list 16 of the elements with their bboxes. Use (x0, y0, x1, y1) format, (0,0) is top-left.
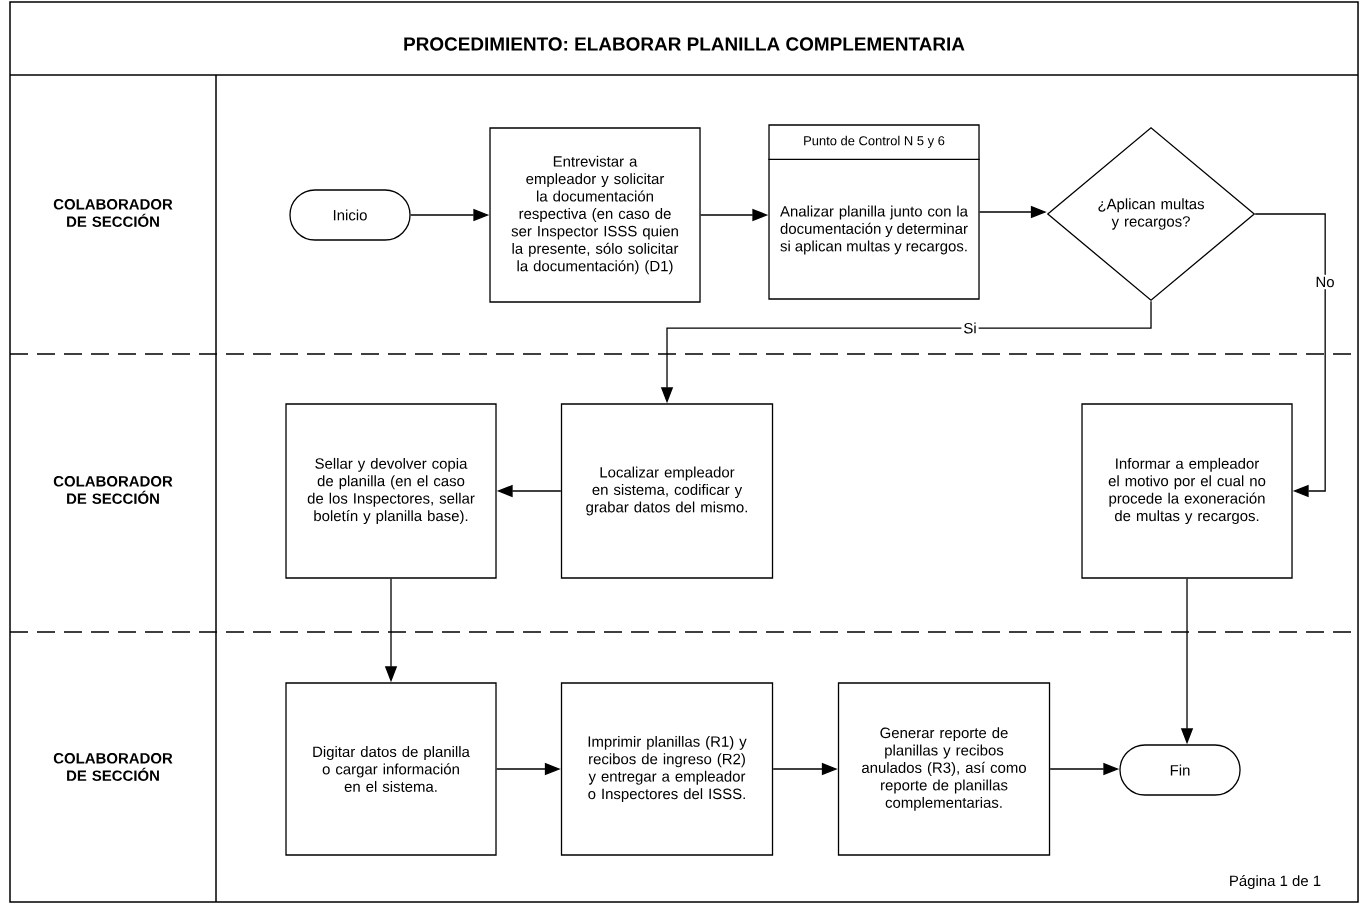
process-box: Sellar y devolver copia de planilla (en el caso de los Inspectores, sellar boletín y planilla base). (285, 403, 497, 579)
process-box: Digitar datos de planilla o cargar información en el sistema. (285, 682, 497, 856)
process-box: Punto de Control N 5 y 6 Analizar planilla junto con la documentación y determinar si aplican multas y recargos. (767, 124, 981, 300)
process-box: Entrevistar a empleador y solicitar la documentación respectiva (en caso de ser Inspector ISSS quien la presente, sólo solicitar la documentación) (D1) (489, 127, 701, 303)
process-box: Imprimir planillas (R1) y recibos de ingreso (R2) y entregar a empleador o Inspectores del ISSS. (560, 682, 774, 856)
arrow (1254, 213, 1326, 498)
edge-label: Si (961, 320, 979, 336)
page-number: Página 1 de 1 (1230, 874, 1321, 890)
title: PROCEDIMIENTO: ELABORAR PLANILLA COMPLEMENTARIA (404, 37, 965, 51)
edge-label: No (1313, 274, 1337, 290)
process-box: Localizar empleador en sistema, codificar y grabar datos del mismo. (560, 403, 774, 579)
lane-label: COLABORADOR DE SECCIÓN (53, 199, 173, 227)
process-box: Generar reporte de planillas y recibos anulados (R3), así como reporte de planillas complementarias. (837, 682, 1051, 856)
lane-label: COLABORADOR DE SECCIÓN (53, 476, 173, 504)
lane-label: COLABORADOR DE SECCIÓN (53, 753, 173, 781)
process-box: Informar a empleador el motivo por el cual no procede la exoneración de multas y recargos. (1081, 403, 1293, 579)
